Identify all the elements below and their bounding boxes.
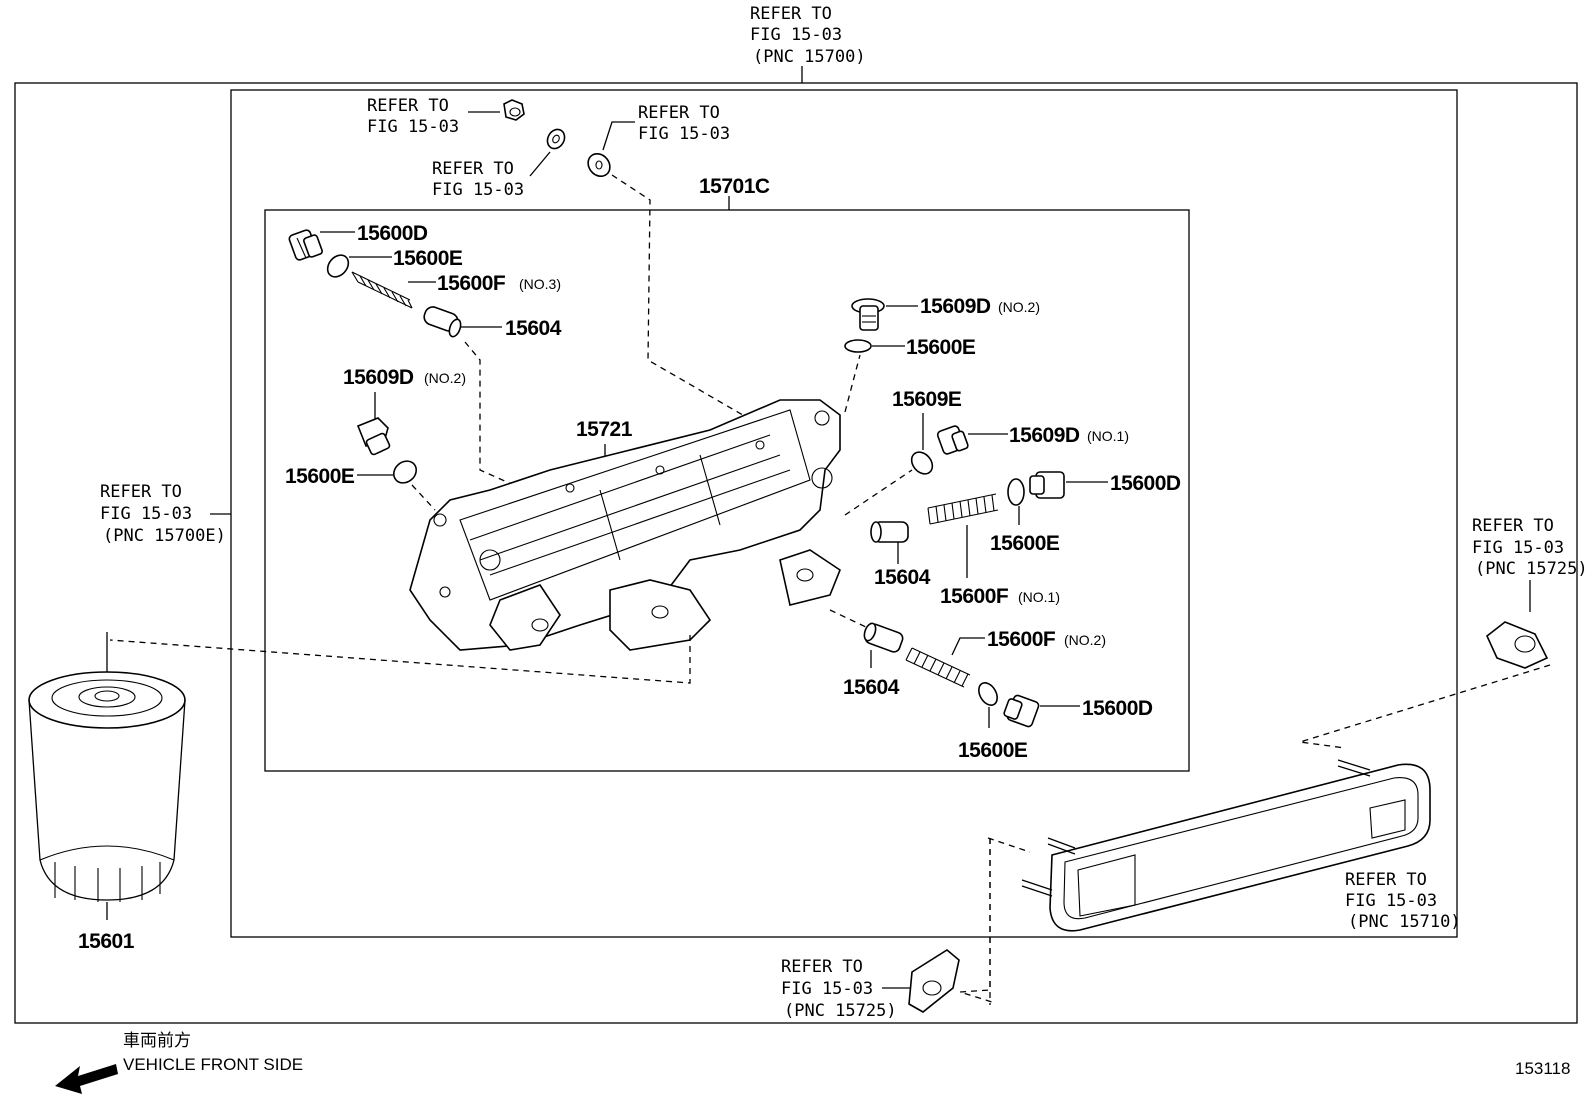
valve-15604-tl (423, 306, 462, 338)
label-15609d-l: 15609D (343, 366, 414, 389)
label-15609d-r: 15609D (1009, 424, 1080, 447)
refer-top-center: REFER TO FIG 15-03 (PNC 15700) (750, 4, 866, 67)
svg-text:FIG 15-03: FIG 15-03 (638, 124, 730, 144)
label-15600e-l: 15600E (285, 465, 355, 488)
ring-15609e (910, 451, 934, 475)
svg-text:FIG 15-03: FIG 15-03 (100, 504, 192, 524)
plug-15600d-top-left (288, 229, 323, 261)
svg-text:FIG 15-03: FIG 15-03 (367, 117, 459, 137)
note-no2-b: (NO.2) (1064, 632, 1106, 648)
oil-filter-15601 (28, 671, 186, 902)
front-arrow-icon (55, 1064, 118, 1094)
note-no1-b: (NO.1) (1018, 589, 1060, 605)
svg-text:REFER TO: REFER TO (1345, 870, 1427, 890)
figure-id: 153118 (1515, 1059, 1570, 1078)
svg-text:(PNC 15700E): (PNC 15700E) (103, 526, 226, 546)
note-no2-l: (NO.2) (424, 370, 466, 386)
spring-15600f-right (927, 493, 999, 525)
spring-15600f-bottom (905, 647, 971, 688)
svg-text:(PNC 15710): (PNC 15710) (1348, 912, 1461, 932)
vehicle-front-indicator: 車両前方 VEHICLE FRONT SIDE (55, 1031, 303, 1094)
gasket-bottom-icon (908, 949, 960, 1013)
refer-right-gasket: REFER TO FIG 15-03 (PNC 15725) (1472, 516, 1588, 579)
note-no1: (NO.1) (1087, 428, 1129, 444)
label-15701c: 15701C (699, 175, 770, 198)
refer-cooler: REFER TO FIG 15-03 (PNC 15710) (1345, 870, 1461, 932)
label-15600d-tl: 15600D (357, 222, 428, 245)
label-15604-b: 15604 (843, 676, 900, 699)
oil-cooler-15710 (1021, 759, 1431, 932)
plug-15600d-bottom (1003, 694, 1040, 728)
front-label-en: VEHICLE FRONT SIDE (123, 1055, 303, 1074)
label-15600f-tl: 15600F (437, 272, 506, 295)
spring-15600f-tl (351, 271, 413, 309)
oring-15600e-left (392, 460, 418, 484)
label-15609d-tr: 15609D (920, 295, 991, 318)
note-no3: (NO.3) (519, 276, 561, 292)
label-15609e: 15609E (892, 388, 962, 411)
svg-text:REFER TO: REFER TO (432, 159, 514, 179)
svg-text:FIG 15-03: FIG 15-03 (1472, 538, 1564, 558)
svg-text:REFER TO: REFER TO (750, 4, 832, 24)
oring-15600e-bottom (978, 682, 998, 706)
refer-bottom-gasket: REFER TO FIG 15-03 (PNC 15725) (781, 957, 897, 1021)
plug-15609d-top-right (851, 298, 885, 331)
oring-15600e-tl (326, 254, 350, 278)
label-15600f-r: 15600F (940, 585, 1009, 608)
label-15721: 15721 (576, 418, 633, 441)
label-15600d-b: 15600D (1082, 697, 1153, 720)
label-15600e-r: 15600E (990, 532, 1060, 555)
gasket-right-icon (1486, 621, 1549, 669)
plug-15600d-right (1029, 471, 1065, 499)
label-15600e-tr: 15600E (906, 336, 976, 359)
svg-text:REFER TO: REFER TO (638, 103, 720, 123)
svg-text:FIG 15-03: FIG 15-03 (750, 25, 842, 45)
svg-text:FIG 15-03: FIG 15-03 (1345, 891, 1437, 911)
label-15600e-tl: 15600E (393, 247, 463, 270)
svg-text:REFER TO: REFER TO (367, 96, 449, 116)
svg-text:REFER TO: REFER TO (1472, 516, 1554, 536)
front-label-jp: 車両前方 (123, 1031, 191, 1050)
svg-text:REFER TO: REFER TO (100, 482, 182, 502)
washer-icon (546, 128, 566, 150)
plug-15609d-left (356, 417, 391, 456)
valve-15604-bottom (863, 622, 904, 653)
svg-text:(PNC 15725): (PNC 15725) (1475, 559, 1588, 579)
nut-icon (503, 99, 525, 121)
svg-text:FIG 15-03: FIG 15-03 (432, 180, 524, 200)
svg-text:FIG 15-03: FIG 15-03 (781, 979, 873, 999)
oring-15600e-right (1007, 478, 1025, 506)
refer-left: REFER TO FIG 15-03 (PNC 15700E) (100, 482, 226, 546)
label-15604-tl: 15604 (505, 317, 562, 340)
label-15601: 15601 (78, 930, 135, 953)
oring-15600e-top-right (844, 339, 872, 353)
subassembly-frame-15701c (264, 209, 1190, 772)
label-15600f-b: 15600F (987, 628, 1056, 651)
valve-15604-right (870, 521, 909, 543)
label-15600d-r: 15600D (1110, 472, 1181, 495)
refer-washer-mid: REFER TO FIG 15-03 (432, 159, 524, 200)
label-15600e-b: 15600E (958, 739, 1028, 762)
gasket-washer-icon (587, 152, 611, 178)
note-no2-tr: (NO.2) (998, 299, 1040, 315)
svg-text:REFER TO: REFER TO (781, 957, 863, 977)
oil-cooler-housing-15721 (409, 399, 841, 651)
outer-frame (14, 82, 1578, 1024)
plug-15609d-right (936, 425, 969, 455)
refer-washer-right: REFER TO FIG 15-03 (638, 103, 730, 144)
refer-nut: REFER TO FIG 15-03 (367, 96, 459, 137)
svg-text:(PNC 15725): (PNC 15725) (784, 1001, 897, 1021)
label-15604-r: 15604 (874, 566, 931, 589)
svg-text:(PNC 15700): (PNC 15700) (753, 47, 866, 67)
